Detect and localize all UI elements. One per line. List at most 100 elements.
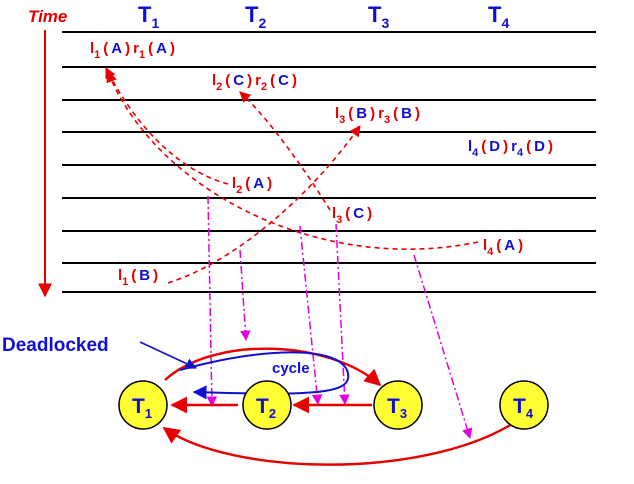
op-part: r — [255, 72, 261, 89]
op-part: l — [212, 72, 216, 89]
op-l2c: l2(C)r2(C) — [212, 72, 297, 93]
op-part: l — [232, 175, 236, 192]
op-part: ( — [526, 138, 531, 155]
proj-arrow-l4a — [413, 254, 473, 440]
time-label: Time — [28, 7, 67, 26]
time-rows — [62, 31, 596, 293]
node-label: T4 — [513, 395, 534, 421]
node-circle — [373, 380, 423, 430]
op-part: ) — [170, 40, 175, 57]
dep-arrow-l4a-to-l1a — [106, 70, 479, 250]
column-header-t3: T3 — [368, 2, 389, 31]
op-part: 3 — [336, 214, 342, 226]
op-part: A — [156, 40, 167, 57]
op-part: A — [111, 40, 122, 57]
node-circle — [118, 380, 168, 430]
op-part: ) — [267, 175, 272, 192]
op-part: 4 — [487, 246, 494, 258]
node-circle — [242, 380, 292, 430]
op-part: 3 — [339, 114, 345, 126]
op-part: ( — [103, 40, 108, 57]
dependency-arrows — [105, 66, 479, 284]
op-part: ( — [393, 105, 398, 122]
op-part: D — [534, 138, 545, 155]
node-t4: T4 — [499, 380, 549, 430]
op-part: ) — [518, 237, 523, 254]
node-label: T3 — [387, 395, 407, 421]
op-part: ( — [270, 72, 275, 89]
proj-arrow-l2a-b — [239, 249, 251, 342]
op-part: 1 — [122, 276, 128, 288]
op-part: 1 — [94, 49, 100, 61]
op-part: l — [335, 105, 339, 122]
column-header-t2: T2 — [245, 2, 266, 31]
op-part: r — [133, 40, 139, 57]
op-part: A — [253, 175, 264, 192]
op-part: ( — [345, 205, 350, 222]
deadlocked-label: Deadlocked — [2, 335, 109, 356]
dep-arrow-l2a-to-l1a — [105, 66, 229, 185]
op-part: C — [278, 72, 289, 89]
op-part: ) — [367, 205, 372, 222]
dep-arrow-l1b-to-l3b — [167, 125, 361, 284]
op-part: ) — [247, 72, 252, 89]
cycle-label: cycle — [272, 360, 310, 377]
column-header-t4: T4 — [488, 2, 509, 31]
op-part: ( — [225, 72, 230, 89]
op-part: ( — [131, 267, 136, 284]
op-part: 3 — [384, 114, 390, 126]
op-part: 4 — [472, 147, 479, 159]
op-part: 4 — [517, 147, 524, 159]
op-part: ( — [481, 138, 486, 155]
node-circle — [499, 380, 549, 430]
op-l3c: l3(C) — [332, 205, 372, 226]
op-part: B — [139, 267, 150, 284]
op-l4d: l4(D)r4(D) — [468, 138, 553, 159]
op-part: 1 — [139, 49, 145, 61]
op-part: ) — [370, 105, 375, 122]
proj-arrow-l2a — [206, 195, 218, 408]
op-part: C — [233, 72, 244, 89]
op-part: 2 — [261, 81, 267, 93]
op-part: r — [378, 105, 384, 122]
proj-arrow-l3c-b — [335, 223, 350, 406]
op-part: 2 — [236, 184, 242, 196]
deadlocked-pointer — [139, 341, 198, 369]
node-t3: T3 — [373, 380, 423, 430]
node-label: T1 — [132, 395, 152, 421]
op-part: ) — [125, 40, 130, 57]
op-part: ) — [548, 138, 553, 155]
op-part: B — [401, 105, 412, 122]
op-part: l — [90, 40, 94, 57]
op-l1b: l1(B) — [118, 267, 158, 288]
column-header-t1: T1 — [138, 2, 159, 31]
op-part: B — [356, 105, 367, 122]
op-l2a: l2(A) — [232, 175, 272, 196]
wait-for-edges — [162, 347, 513, 466]
op-part: ( — [245, 175, 250, 192]
op-part: ) — [153, 267, 158, 284]
edge-t4-to-t1 — [162, 422, 513, 466]
op-part: ) — [415, 105, 420, 122]
op-part: D — [489, 138, 500, 155]
node-label: T2 — [256, 395, 276, 421]
schedule-operations: l1(A)r1(A)l2(C)r2(C)l3(B)r3(B)l4(D)r4(D)… — [90, 40, 553, 288]
node-t2: T2 — [242, 380, 292, 430]
op-part: l — [332, 205, 336, 222]
op-part: ( — [148, 40, 153, 57]
op-part: A — [504, 237, 515, 254]
proj-arrow-l3c — [299, 225, 323, 406]
column-headers: T1 T2 T3 T4 — [138, 2, 509, 31]
op-part: ( — [348, 105, 353, 122]
op-part: ) — [503, 138, 508, 155]
op-part: 2 — [216, 81, 222, 93]
projection-arrows — [206, 195, 473, 440]
op-part: l — [468, 138, 472, 155]
op-l4a: l4(A) — [483, 237, 523, 258]
node-t1: T1 — [118, 380, 168, 430]
op-part: l — [118, 267, 122, 284]
dep-arrow-l3c-to-l2c — [239, 91, 331, 211]
op-part: ) — [292, 72, 297, 89]
op-part: ( — [496, 237, 501, 254]
